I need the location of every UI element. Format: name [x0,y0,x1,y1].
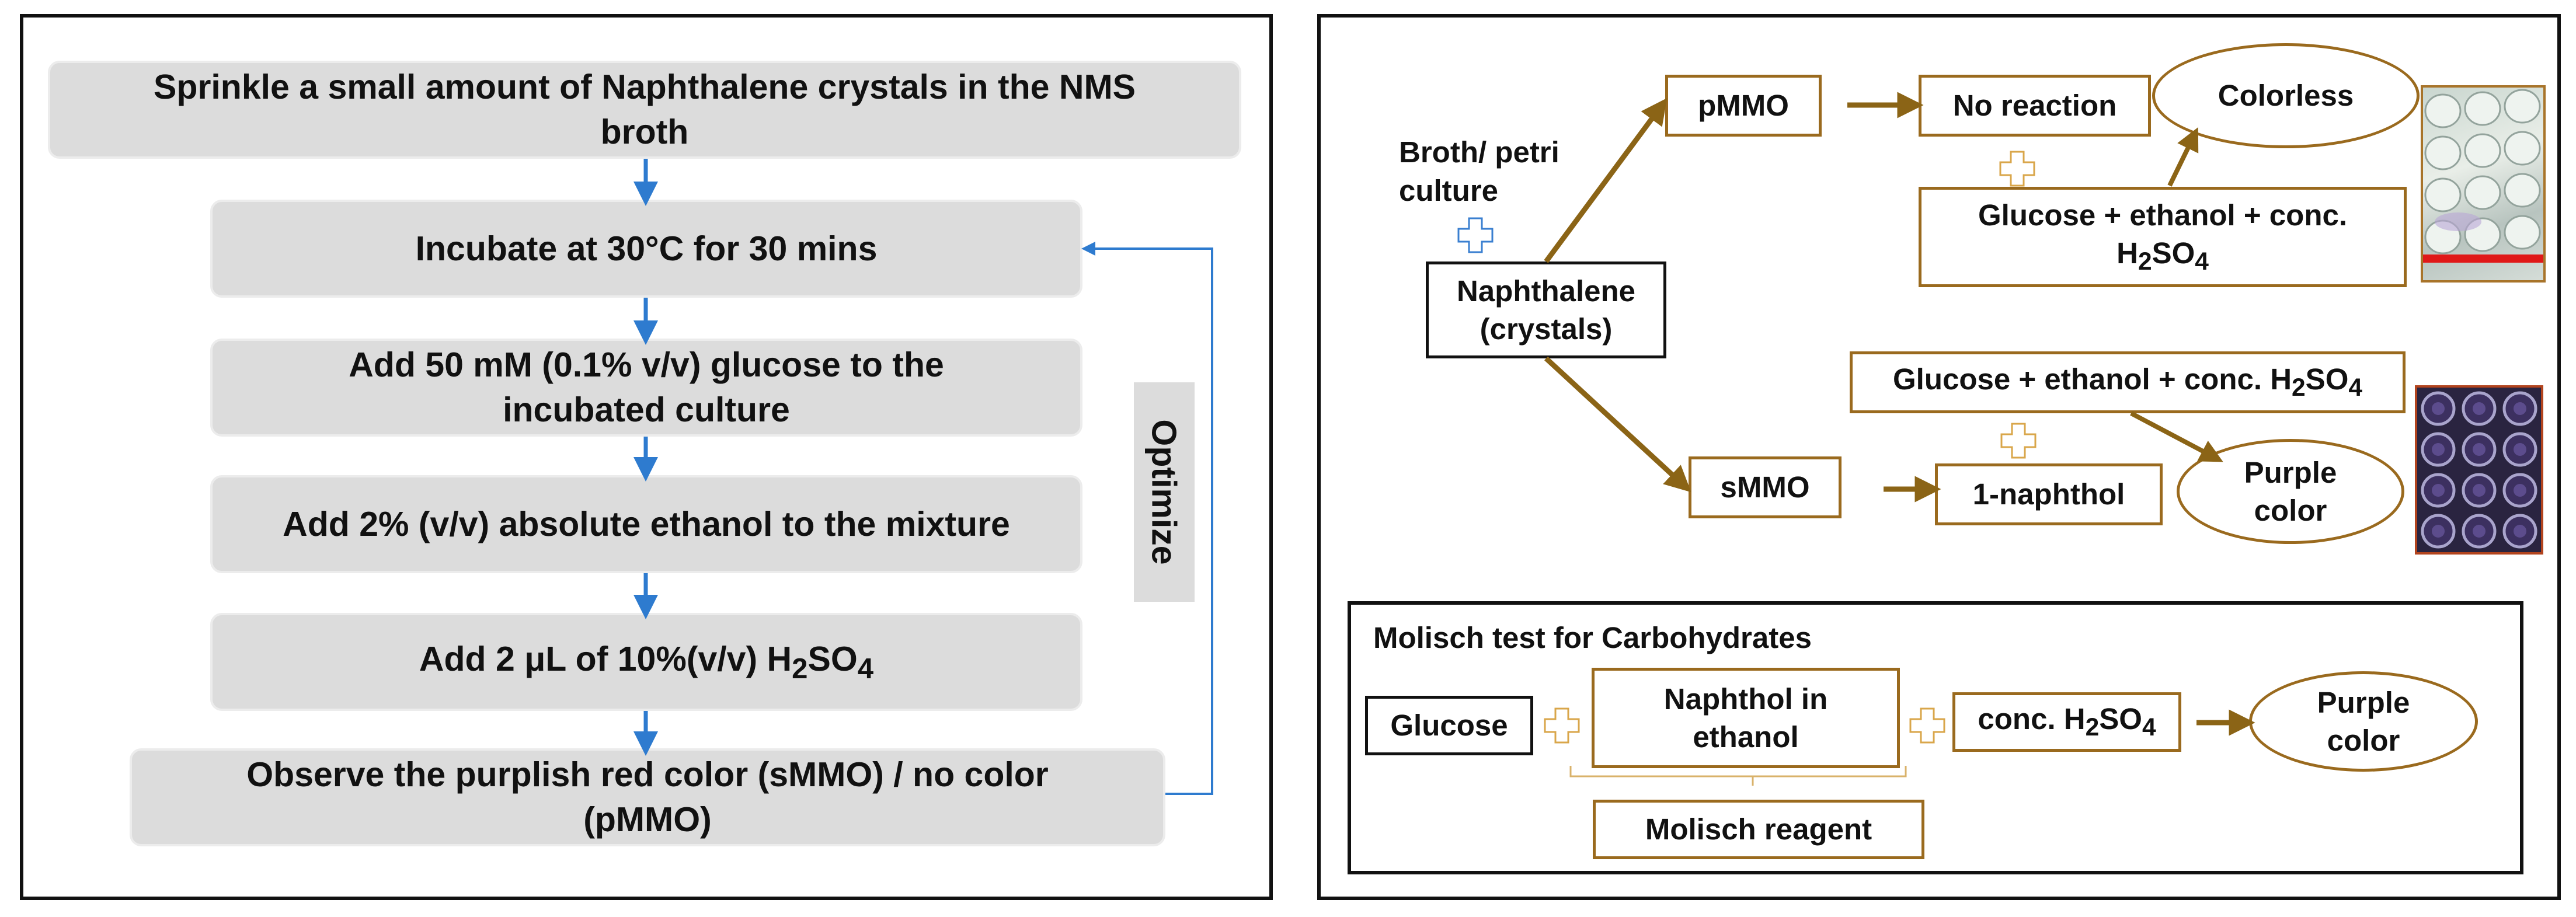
arrow-reagent-to-colorless [2167,127,2199,187]
molisch-purple-oval: Purple color [2249,671,2478,772]
molisch-reagent-brace [1569,766,1907,786]
optimize-label: Optimize [1134,382,1195,602]
glucose-ethanol-acid-box-bottom: Glucose + ethanol + conc. H2SO4 [1850,351,2406,413]
well-plate-image-purple [2415,385,2543,555]
broth-culture-label: Broth/ petri culture [1399,135,1559,208]
colorless-oval: Colorless [2152,43,2420,148]
molisch-title: Molisch test for Carbohydrates [1373,621,1812,654]
plus-icon [1457,217,1494,253]
purple-color-oval: Purple color [2177,439,2404,544]
step-observe-color: Observe the purplish red color (sMMO) / … [130,748,1165,846]
naphthol-box: 1-naphthol [1935,463,2163,525]
plus-icon [1909,707,1945,744]
plus-icon [2000,423,2037,459]
molisch-reagent-box: Molisch reagent [1593,800,1924,859]
optimize-loop-arrow [1081,242,1213,795]
arrow-reagent-to-purple [2130,411,2223,462]
glucose-ethanol-acid-box-top: Glucose + ethanol + conc. H2SO4 [1919,187,2407,287]
naphthol-in-ethanol-box: Naphthol in ethanol [1592,668,1900,768]
plus-icon [1999,151,2035,187]
purple-wells-icon [2421,391,2537,549]
step-add-glucose: Add 50 mM (0.1% v/v) glucose to the incu… [210,339,1082,437]
step-sprinkle-naphthalene: Sprinkle a small amount of Naphthalene c… [48,61,1241,159]
molisch-glucose-box: Glucose [1365,696,1533,755]
smmo-box: sMMO [1689,456,1842,518]
naphthalene-crystals-box: Naphthalene (crystals) [1426,261,1666,358]
colorless-wells-icon [2423,89,2543,263]
step-add-ethanol: Add 2% (v/v) absolute ethanol to the mix… [210,475,1082,573]
well-plate-image-colorless [2421,85,2546,283]
no-reaction-box: No reaction [1919,75,2151,137]
conc-h2so4-box: conc. H2SO4 [1952,692,2181,752]
step-incubate: Incubate at 30°C for 30 mins [210,200,1082,298]
pmmo-box: pMMO [1665,75,1822,137]
arrow-naphthalene-to-smmo [1544,356,1691,493]
step-add-h2so4: Add 2 μL of 10%(v/v) H2SO4 [210,613,1082,711]
plus-icon [1544,707,1580,744]
arrow-naphthalene-to-pmmo [1544,97,1668,263]
